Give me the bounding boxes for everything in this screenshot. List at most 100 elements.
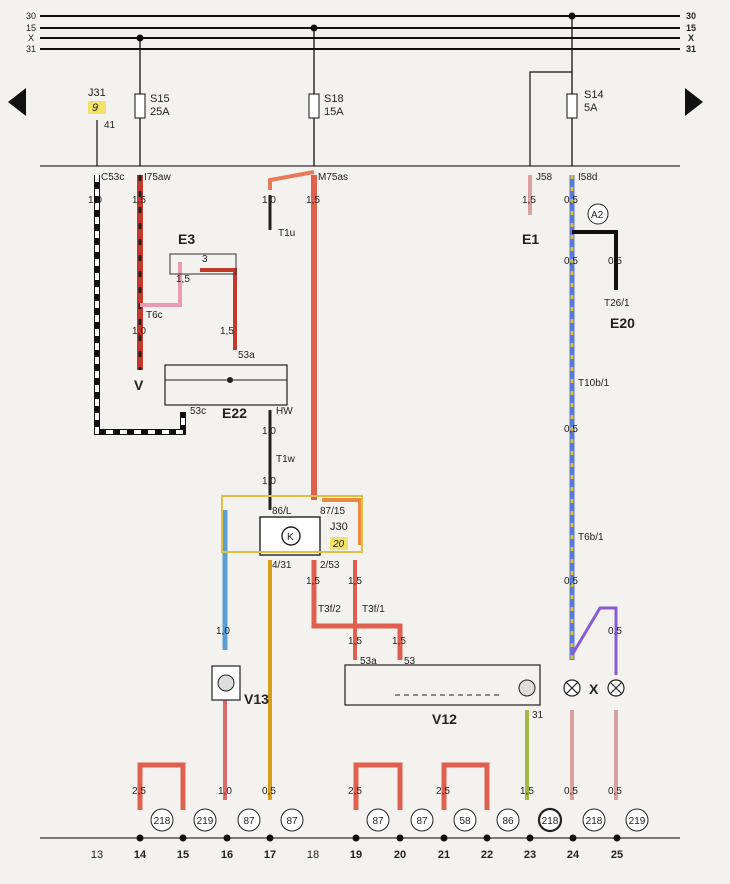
conn-t6b1: T6b/1 <box>578 532 604 543</box>
size-b19: 2,5 <box>348 786 362 797</box>
svg-text:87: 87 <box>243 816 255 827</box>
bus-left-15: 15 <box>26 23 36 33</box>
column-number: 21 <box>438 849 450 861</box>
conn-t1u: T1u <box>278 228 295 239</box>
svg-text:87: 87 <box>286 816 298 827</box>
column-number: 13 <box>91 849 103 861</box>
column-number: 15 <box>177 849 189 861</box>
bus-right-15: 15 <box>686 23 696 33</box>
svg-text:86: 86 <box>502 816 514 827</box>
previous-page-arrow[interactable] <box>8 88 26 116</box>
bus-right-x: X <box>688 33 694 43</box>
svg-text:218: 218 <box>154 816 171 827</box>
reference-circle: 218 <box>582 808 606 832</box>
fuse-s15 <box>134 38 146 166</box>
reference-circle: 58 <box>453 808 477 832</box>
column-number: 25 <box>611 849 623 861</box>
term-j30-87-15: 87/15 <box>320 506 345 517</box>
component-a2 <box>587 203 609 225</box>
conn-j58: J58 <box>536 172 553 183</box>
ground-junction-dot <box>266 834 274 842</box>
label-v12: V12 <box>432 711 457 727</box>
ground-junction-dot <box>440 834 448 842</box>
size-b17: 0,5 <box>262 786 276 797</box>
bus-right-30: 30 <box>686 11 696 21</box>
motor-v12 <box>344 664 541 706</box>
reference-circle: 219 <box>625 808 649 832</box>
size-t3-a: 1,5 <box>348 636 362 647</box>
size-c53c: 1,0 <box>88 195 102 206</box>
ground-junction-dot <box>483 834 491 842</box>
label-e22: E22 <box>222 405 247 421</box>
size-m75as-r: 1,5 <box>306 195 320 206</box>
ground-junction-dot <box>613 834 621 842</box>
size-a2-r: 0,5 <box>608 256 622 267</box>
size-i58d: 0,5 <box>564 195 578 206</box>
column-number: 18 <box>307 849 319 861</box>
reference-circle: 218 <box>537 807 563 833</box>
term-v12-53a: 53a <box>360 656 377 667</box>
label-lamp-x: X <box>589 681 599 697</box>
term-j30-431: 4/31 <box>272 560 292 571</box>
size-b14: 2,5 <box>132 786 146 797</box>
fuse-s14 <box>529 16 578 166</box>
ground-junction-dot <box>352 834 360 842</box>
conn-m75as: M75as <box>318 172 348 183</box>
ground-junction-dot <box>396 834 404 842</box>
conn-t3f1: T3f/1 <box>362 604 385 615</box>
bus-left-x: X <box>28 33 34 43</box>
reference-circle: 219 <box>193 808 217 832</box>
conn-i75aw: I75aw <box>144 172 171 183</box>
ground-junction-dot <box>223 834 231 842</box>
relay-j31-pin: 41 <box>104 120 116 131</box>
size-b25: 0,5 <box>608 786 622 797</box>
term-v12-53: 53 <box>404 656 416 667</box>
bus-right-31: 31 <box>686 44 696 54</box>
reference-circle: 87 <box>237 808 261 832</box>
reference-circle: 87 <box>280 808 304 832</box>
column-number: 14 <box>134 849 147 861</box>
fuse-s15-name: S15 <box>150 93 170 105</box>
term-53c: 53c <box>190 406 206 417</box>
column-number: 19 <box>350 849 362 861</box>
column-number: 24 <box>567 849 580 861</box>
fuse-s14-rating: 5A <box>584 102 598 114</box>
bus-left-30: 30 <box>26 11 36 21</box>
conn-t10b1: T10b/1 <box>578 378 610 389</box>
label-e3: E3 <box>178 231 195 247</box>
svg-text:218: 218 <box>542 816 559 827</box>
bus-bars <box>40 15 680 50</box>
size-e3-left: 1,5 <box>176 274 190 285</box>
column-number: 20 <box>394 849 406 861</box>
size-b23: 1,5 <box>520 786 534 797</box>
column-number: 22 <box>481 849 493 861</box>
size-j30-a: 1,5 <box>306 576 320 587</box>
size-t1w: 1,0 <box>262 476 276 487</box>
term-53a: 53a <box>238 350 255 361</box>
size-hw: 1,0 <box>262 426 276 437</box>
label-j30-number: 20 <box>332 539 345 550</box>
label-v: V <box>134 377 144 393</box>
ground-junction-dot <box>179 834 187 842</box>
ground-junction-dot <box>136 834 144 842</box>
conn-i58d: I58d <box>578 172 597 183</box>
svg-text:58: 58 <box>459 816 471 827</box>
label-a2: A2 <box>591 210 604 221</box>
svg-text:219: 219 <box>197 816 214 827</box>
size-j58: 1,5 <box>522 195 536 206</box>
size-b16: 1,0 <box>218 786 232 797</box>
motor-v13 <box>211 665 241 701</box>
fuse-s18-name: S18 <box>324 93 344 105</box>
fuse-s18 <box>308 28 320 166</box>
fuse-s18-rating: 15A <box>324 106 344 118</box>
term-j30-86l: 86/L <box>272 506 292 517</box>
relay-j31-number: 9 <box>92 102 98 114</box>
conn-t3f2: T3f/2 <box>318 604 341 615</box>
conn-c53c: C53c <box>101 172 124 183</box>
label-e20: E20 <box>610 315 635 331</box>
conn-t26-1: T26/1 <box>604 298 630 309</box>
next-page-arrow[interactable] <box>685 88 703 116</box>
